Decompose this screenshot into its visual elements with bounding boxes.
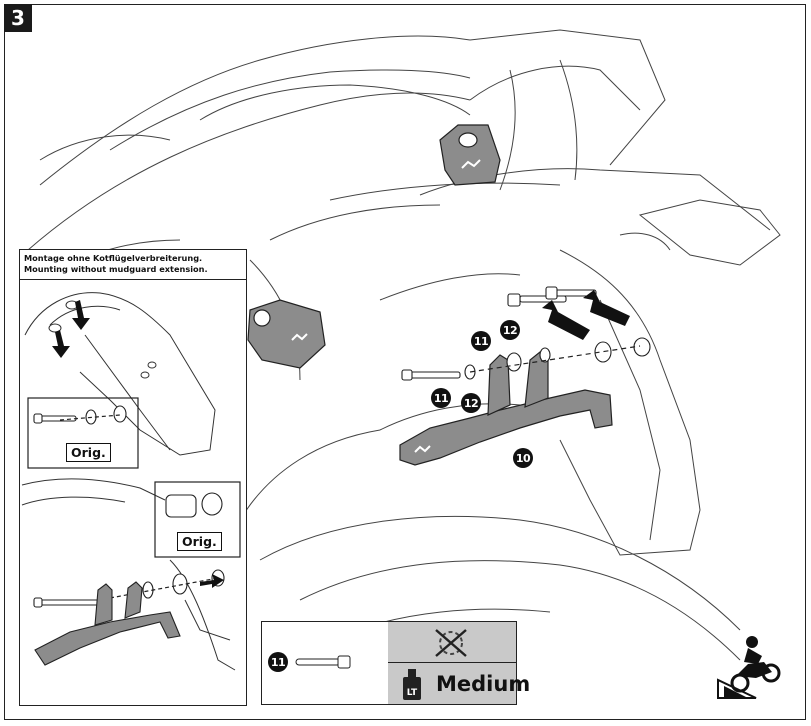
callout-bolt-lower: 11: [431, 388, 451, 408]
callout-washer-lower: 12: [461, 393, 481, 413]
legend-divider: [388, 662, 516, 664]
hardware-legend-tools: LT Medium: [388, 622, 530, 704]
main-hardware: [401, 286, 651, 381]
threadlocker-strength: Medium: [436, 672, 531, 696]
threadlocker-icon: LT: [403, 669, 421, 700]
assembly-dash-line: [469, 345, 641, 373]
legend-part-number: 11: [268, 652, 288, 672]
inset-caption: Montage ohne Kotflügelverbreiterung. Mou…: [20, 250, 246, 280]
bolt-icon: [295, 655, 351, 669]
inset-panel: Montage ohne Kotflügelverbreiterung. Mou…: [19, 249, 247, 706]
figure-frame: [4, 4, 806, 720]
motorcycle-icon: [717, 636, 781, 699]
threadlocker-tube-text: LT: [407, 688, 418, 698]
assembly-arrows: [542, 290, 630, 340]
step-number-badge: 3: [4, 4, 32, 32]
callout-bracket: 10: [513, 448, 533, 468]
caption-german: Montage ohne Kotflügelverbreiterung.: [24, 253, 203, 263]
hardware-legend-part: 11: [262, 622, 389, 704]
callout-washer-upper: 12: [500, 320, 520, 340]
orig-label-top: Orig.: [66, 443, 111, 462]
bracket-part-10: [399, 351, 613, 466]
orig-label-bottom: Orig.: [177, 532, 222, 551]
caption-english: Mounting without mudguard extension.: [24, 264, 208, 274]
indicator-mount: [439, 124, 501, 186]
hardware-legend: 11 LT Medium: [261, 621, 530, 705]
no-impact-wrench-icon: [435, 629, 467, 657]
left-mount-block: [247, 299, 326, 369]
callout-bolt-upper: 11: [471, 331, 491, 351]
